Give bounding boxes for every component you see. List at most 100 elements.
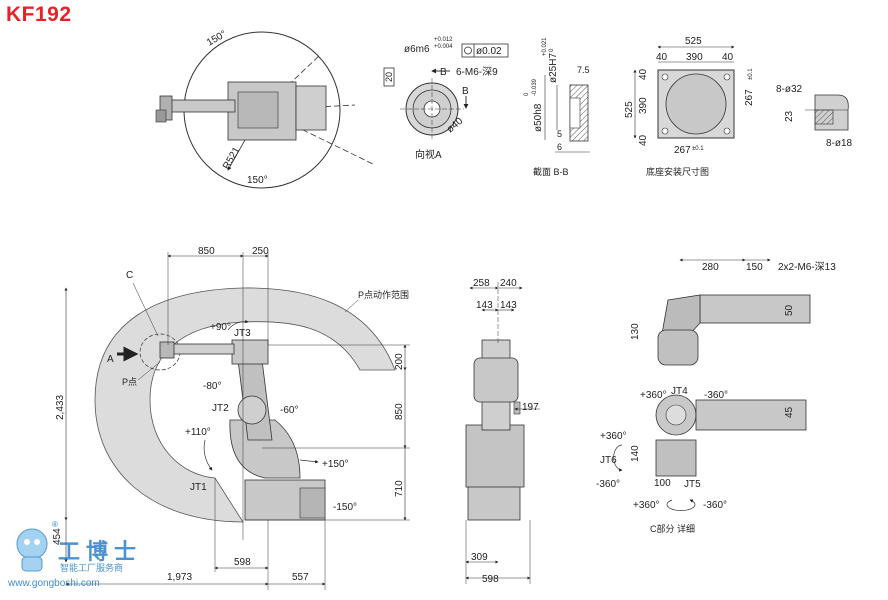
section-h7-tol-top: +0.021 — [542, 37, 548, 56]
base-40-side-bottom: 40 — [638, 134, 649, 146]
front-143b: 143 — [500, 300, 517, 311]
dim-557: 557 — [292, 572, 309, 583]
flange-tol-top: +0.012 — [434, 37, 453, 43]
jt5-plus: +360° — [633, 500, 660, 511]
flange-label-b-right: B — [462, 86, 469, 97]
side-forearm — [171, 343, 235, 355]
wrist-title: C部分 详细 — [650, 523, 695, 534]
section-bb: 7.5 ø25H7 +0.021 0 ø50h8 0 -0.039 5 6 截面… — [524, 37, 590, 177]
hole-8-18: 8-ø18 — [826, 138, 853, 149]
plan-arm — [164, 99, 236, 113]
section-7-5: 7.5 — [577, 65, 590, 75]
wrist-holes: 2x2-M6-深13 — [778, 261, 836, 273]
model-title: KF192 — [6, 3, 72, 26]
front-197: 197 — [522, 402, 539, 413]
wrist-100: 100 — [654, 478, 671, 489]
flange-tol-bottom: +0.004 — [434, 44, 453, 50]
jt5-minus: -360° — [703, 500, 727, 511]
section-title: 截面 B-B — [533, 166, 569, 177]
flange-fit: ø6m6 — [404, 44, 430, 55]
front-143a: 143 — [476, 300, 493, 311]
wrist-upper-arm — [699, 294, 811, 324]
base-40-a: 40 — [656, 52, 668, 63]
base-525-side: 525 — [624, 101, 635, 118]
label-a: A — [107, 354, 114, 365]
jt1-label: JT1 — [190, 482, 207, 493]
watermark-url: www.gongboshi.com — [8, 578, 100, 589]
base-267-bottom-tol: ±0.1 — [692, 146, 704, 152]
dim-850-top: 850 — [198, 246, 215, 257]
base-390-top: 390 — [686, 52, 703, 63]
watermark-reg: ® — [52, 520, 58, 529]
dim-200: 200 — [394, 353, 405, 370]
watermark-title: 工博士 — [58, 540, 143, 565]
hole-8-32: 8-ø32 — [776, 84, 803, 95]
front-309: 309 — [471, 552, 488, 563]
front-598: 598 — [482, 574, 499, 585]
flange-title: 向视A — [415, 148, 442, 161]
front-258: 258 — [473, 278, 490, 289]
section-h8: ø50h8 — [533, 103, 544, 132]
jt4-plus: +360° — [640, 390, 667, 401]
base-mount: 525 40 390 40 40 525 390 40 267 ±0.1 267… — [624, 36, 755, 177]
label-range: P点动作范围 — [358, 289, 409, 300]
angle-minus60: -60° — [280, 405, 298, 416]
flange-dim-20: 20 — [384, 72, 394, 82]
front-240: 240 — [500, 278, 517, 289]
hole-detail: 8-ø32 23 8-ø18 — [776, 84, 853, 149]
flange-holes: 6-M6-深9 — [456, 66, 498, 78]
angle-minus80: -80° — [203, 381, 221, 392]
section-5: 5 — [557, 129, 562, 139]
wrist-lower-arm — [695, 399, 807, 431]
base-267-bottom: 267 — [674, 145, 691, 156]
base-267-tol: ±0.1 — [748, 68, 754, 80]
wrist-130: 130 — [630, 323, 641, 340]
section-6: 6 — [557, 142, 562, 152]
side-view: 850 250 2,433 454 200 850 710 598 1,973 … — [52, 246, 410, 590]
section-h8-tol-top: 0 — [524, 92, 530, 96]
base-267-right: 267 — [744, 89, 755, 106]
flange-view: 20 ø6m6 +0.012 +0.004 ø0.02 B 6-M6-深9 B … — [383, 37, 509, 161]
label-p: P点 — [122, 377, 137, 387]
wrist-detail: 280 150 2x2-M6-深13 50 130 JT4 +360° -360… — [596, 258, 836, 534]
front-body — [465, 424, 525, 488]
base-525-top: 525 — [685, 36, 702, 47]
wrist-150: 150 — [746, 262, 763, 273]
dim-454: 454 — [52, 528, 63, 545]
jt2-label: JT2 — [212, 403, 229, 414]
jt6-plus: +360° — [600, 431, 627, 442]
dim-250: 250 — [252, 246, 269, 257]
jt3-label: JT3 — [234, 328, 251, 339]
section-h7: ø25H7 — [548, 53, 559, 83]
jt4-label: JT4 — [671, 386, 688, 397]
jt6-minus: -360° — [596, 479, 620, 490]
wrist-140: 140 — [630, 445, 641, 462]
dim-710: 710 — [394, 480, 405, 497]
jt4-minus: -360° — [704, 390, 728, 401]
angle-plus90: +90° — [210, 322, 231, 333]
plan-angle-bottom: 150° — [247, 175, 268, 186]
jt6-label: JT6 — [600, 455, 617, 466]
section-h7-tol-bottom: 0 — [549, 48, 555, 52]
flange-flatness: ø0.02 — [476, 46, 502, 57]
wrist-280: 280 — [702, 262, 719, 273]
base-title: 底座安装尺寸图 — [646, 166, 709, 177]
wrist-45: 45 — [784, 406, 795, 418]
dim-2433: 2,433 — [55, 395, 66, 420]
base-390-side: 390 — [638, 97, 649, 114]
dim-598: 598 — [234, 557, 251, 568]
front-view: 258 240 143 143 197 309 598 — [465, 278, 540, 585]
section-h8-tol-bottom: -0.039 — [532, 78, 538, 96]
dim-1973: 1,973 — [167, 572, 192, 583]
plan-angle-top: 150° — [205, 29, 228, 49]
jt5-label: JT5 — [684, 479, 701, 490]
label-c: C — [126, 270, 133, 281]
hole-23: 23 — [784, 110, 795, 122]
watermark-robot-icon — [16, 528, 48, 572]
angle-minus150: -150° — [333, 502, 357, 513]
angle-plus150: +150° — [322, 459, 349, 470]
side-upper-housing — [231, 339, 269, 365]
dim-850-right: 850 — [394, 403, 405, 420]
